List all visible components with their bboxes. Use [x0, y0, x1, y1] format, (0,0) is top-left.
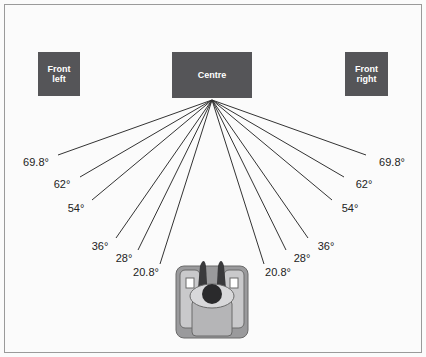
speaker-name: Centre — [198, 70, 227, 80]
angle-lines — [58, 100, 366, 264]
speaker-name: Front right — [348, 64, 385, 85]
angle-label: 62° — [54, 179, 71, 190]
angle-label: 28° — [294, 253, 311, 264]
angle-label: 36° — [318, 241, 335, 252]
angle-label: 54° — [342, 203, 359, 214]
angle-label: 69.8° — [23, 157, 49, 168]
frame-border — [5, 5, 422, 353]
angle-label: 20.8° — [133, 267, 159, 278]
listener-seat — [176, 261, 248, 338]
angle-label: 69.8° — [379, 157, 405, 168]
speaker-box: Centre — [172, 52, 252, 98]
angle-label: 54° — [68, 203, 85, 214]
speaker-box: Front left — [38, 52, 80, 96]
speaker-name: Front left — [41, 64, 77, 85]
angle-label: 20.8° — [265, 267, 291, 278]
angle-label: 28° — [116, 253, 133, 264]
angle-label: 36° — [92, 241, 109, 252]
angle-label: 62° — [356, 179, 373, 190]
speaker-box: Front right — [345, 52, 388, 96]
